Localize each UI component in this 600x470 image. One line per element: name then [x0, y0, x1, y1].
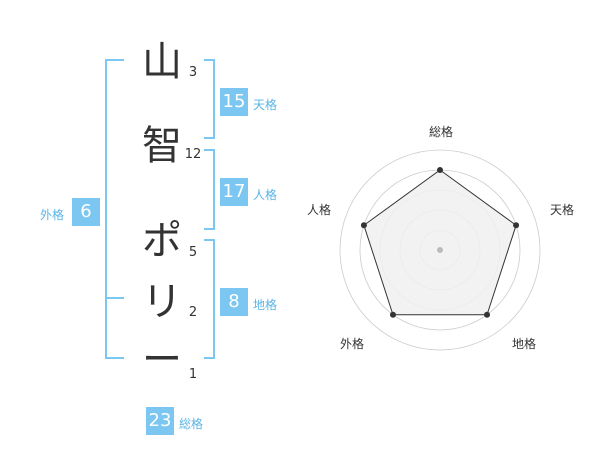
radar-point-2	[513, 222, 520, 229]
stroke-count-4: 2	[188, 305, 198, 320]
radar-point-3	[484, 311, 491, 318]
stroke-count-5: 1	[188, 367, 198, 382]
radar-point-4	[389, 311, 396, 318]
jinkaku-value-badge: 17	[220, 178, 248, 206]
stroke-count-3: 5	[188, 245, 198, 260]
stroke-count-2: 12	[184, 147, 202, 162]
radar-label-tenkaku: 天格	[549, 203, 574, 217]
name-char-2: 智	[142, 123, 182, 169]
tenkaku-value-badge: 15	[220, 88, 248, 116]
outer-bracket	[105, 59, 124, 359]
chikaku-value-badge: 8	[220, 288, 248, 316]
radar-label-gaikaku: 外格	[339, 337, 364, 351]
chikaku-label: 地格	[253, 298, 278, 312]
stroke-count-1: 3	[188, 65, 198, 80]
radar-label-jinkaku: 人格	[306, 203, 331, 217]
radar-point-1	[437, 167, 443, 173]
name-char-5: ー	[142, 337, 182, 383]
radar-center-dot	[437, 247, 443, 253]
chikaku-bracket	[204, 239, 215, 359]
radar-point-5	[360, 222, 367, 229]
name-char-3: ポ	[142, 218, 182, 264]
tenkaku-label: 天格	[253, 98, 278, 112]
name-char-1: 山	[142, 39, 182, 85]
radar-label-soukaku: 総格	[428, 125, 453, 139]
name-char-4: リ	[142, 279, 182, 325]
radar-label-chikaku: 地格	[511, 337, 536, 351]
tenkaku-bracket	[204, 59, 215, 139]
soukaku-value-badge: 23	[146, 407, 174, 435]
jinkaku-bracket	[204, 149, 215, 230]
gaikaku-label: 外格	[40, 208, 65, 222]
radar-chart	[339, 149, 541, 351]
jinkaku-label: 人格	[253, 188, 278, 202]
radar-polygon	[363, 169, 517, 316]
gaikaku-value-badge: 6	[72, 198, 100, 226]
soukaku-label: 総格	[179, 417, 204, 431]
